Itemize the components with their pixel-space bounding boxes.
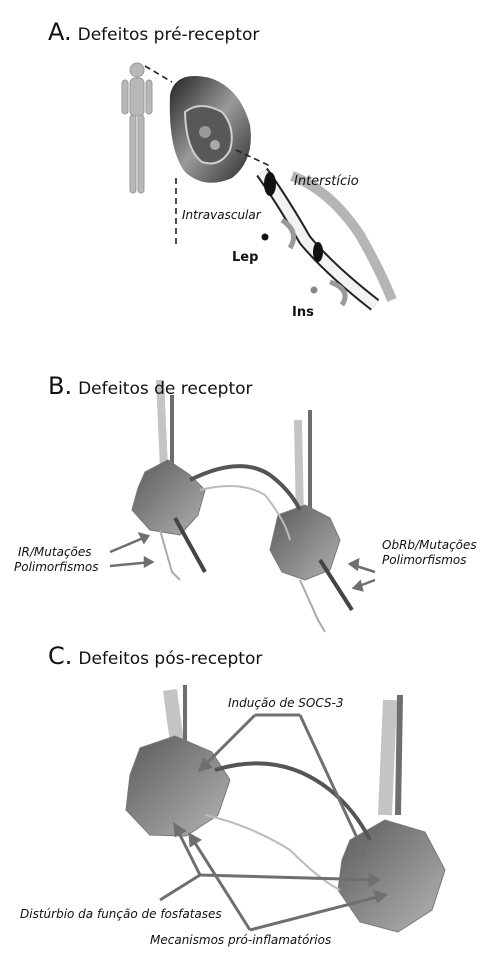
pre-receptor-illustration <box>0 0 481 340</box>
leptin-dot <box>262 234 269 241</box>
panel-pre-receptor: A. Defeitos pré-receptor Interstício Intr… <box>0 0 481 340</box>
panel-c-letter: C. <box>48 642 72 670</box>
insulin-dot <box>311 287 318 294</box>
label-fosfatases: Distúrbio da função de fosfatases <box>20 907 222 921</box>
panel-a-title-text: Defeitos pré-receptor <box>78 25 260 45</box>
panel-b-title: B. Defeitos de receptor <box>48 372 253 400</box>
label-ins: Ins <box>292 305 314 320</box>
panel-pos-receptor: C. Defeitos pós-receptor Indução de SOCS-… <box>0 640 481 954</box>
label-socs3: Indução de SOCS-3 <box>228 696 344 710</box>
label-intravascular: Intravascular <box>182 208 261 222</box>
label-ir-line1: IR/Mutações <box>18 545 92 559</box>
label-inflamatorios: Mecanismos pró-inflamatórios <box>150 933 331 947</box>
panel-receptor: B. Defeitos de receptor IR/Mutações Polim… <box>0 340 481 640</box>
label-lep: Lep <box>232 250 258 265</box>
label-obrb-line1: ObRb/Mutações <box>382 538 477 552</box>
panel-b-letter: B. <box>48 372 72 400</box>
panel-b-title-text: Defeitos de receptor <box>78 379 252 399</box>
label-ir-line2: Polimorfismos <box>14 560 99 574</box>
human-body-figure <box>122 63 152 193</box>
axon-connection-c <box>215 763 370 840</box>
panel-c-title-text: Defeitos pós-receptor <box>78 649 262 669</box>
neuron-left-c <box>126 685 230 836</box>
panel-a-title: A. Defeitos pré-receptor <box>48 18 259 46</box>
capillary-interstitium <box>262 172 392 305</box>
label-intersticio: Interstício <box>294 174 359 189</box>
panel-a-letter: A. <box>48 18 72 46</box>
label-obrb-line2: Polimorfismos <box>382 553 467 567</box>
panel-c-title: C. Defeitos pós-receptor <box>48 642 262 670</box>
blood-vessel-section <box>170 76 251 183</box>
